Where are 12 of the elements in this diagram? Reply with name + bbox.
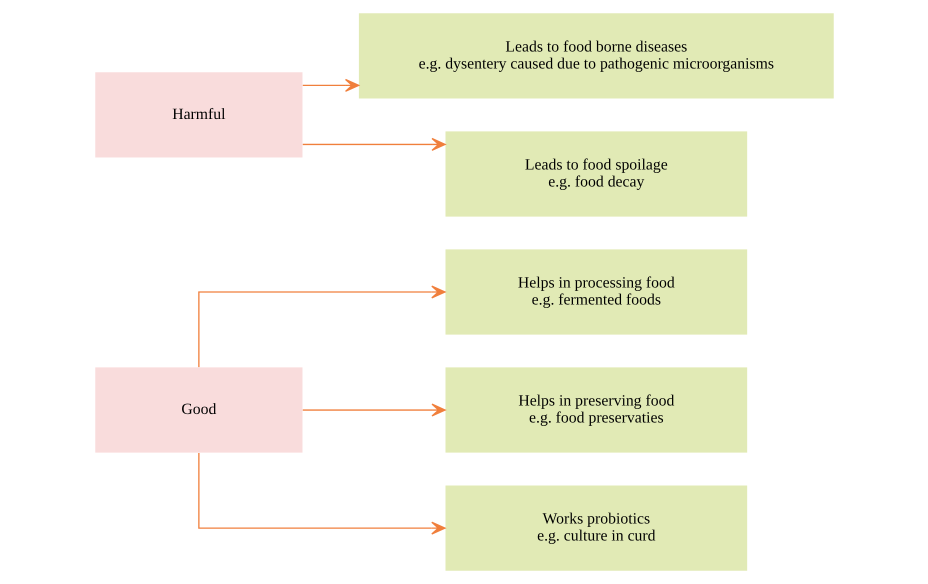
node-box: Helps in processing food e.g. fermented foods: [444, 249, 747, 335]
arrow: [198, 285, 446, 368]
node-box: Leads to food borne diseases e.g. dysentery caused due to pathogenic microorganisms: [358, 13, 834, 99]
node-box: Helps in preserving food e.g. food preservaties: [444, 367, 747, 453]
arrow: [302, 78, 359, 92]
node-box: Harmful: [94, 72, 302, 158]
node-box: Works probiotics e.g. culture in curd: [444, 485, 747, 571]
node-box: Leads to food spoilage e.g. food decay: [444, 131, 747, 217]
arrow: [302, 138, 446, 151]
node-box: Good: [94, 367, 302, 453]
arrow: [302, 404, 446, 417]
arrow: [198, 453, 446, 535]
